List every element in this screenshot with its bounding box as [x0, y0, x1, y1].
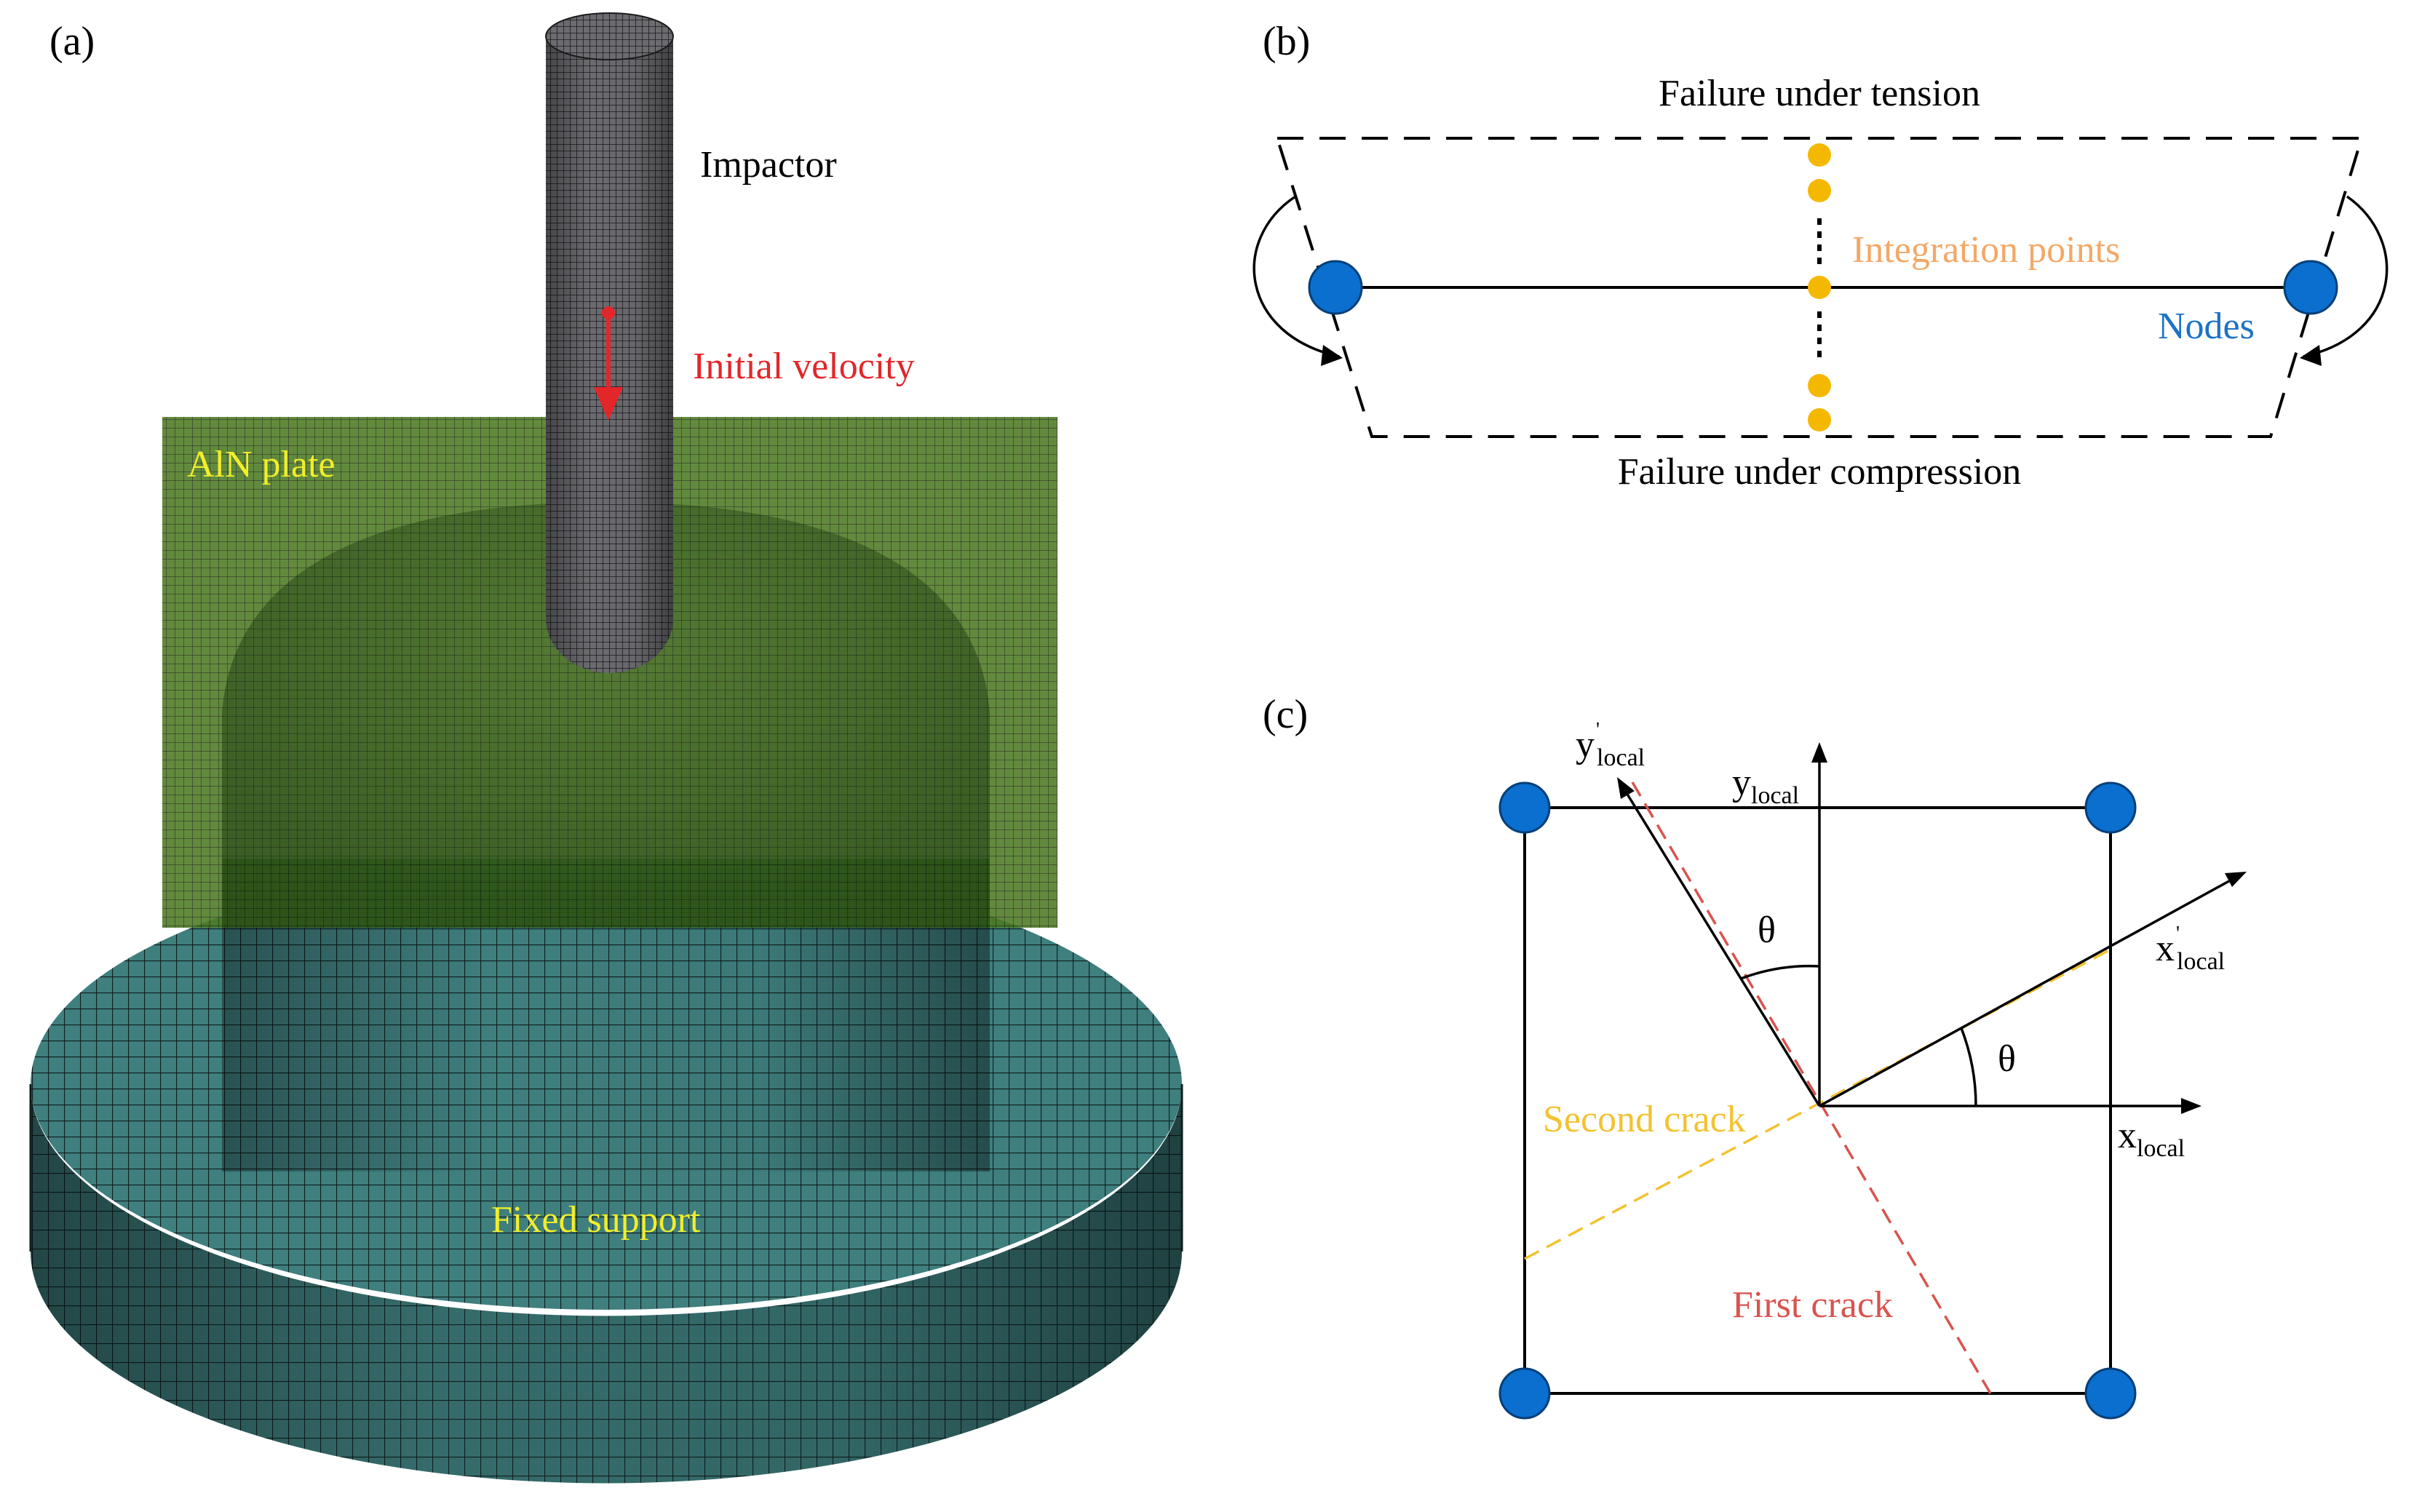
angle-arc-lower: [1960, 1027, 1977, 1107]
y-local-arrowhead: [1811, 742, 1827, 763]
integration-point: [1808, 408, 1831, 431]
rotation-arrowhead-right: [2300, 345, 2322, 366]
integration-point: [1808, 276, 1831, 299]
integration-point: [1808, 374, 1831, 397]
x-local-arrowhead: [2181, 1098, 2201, 1114]
rotation-arrow-right: [2303, 195, 2389, 358]
velocity-arrow: [594, 306, 623, 421]
node: [1308, 260, 1363, 315]
velocity-label: Initial velocity: [693, 346, 915, 387]
integration-label: Integration points: [1852, 229, 2120, 271]
node: [2084, 781, 2137, 834]
theta-lower-label: θ: [1998, 1038, 2016, 1080]
x-local-label: xlocal: [2118, 1115, 2185, 1162]
nodes-label: Nodes: [2158, 306, 2255, 347]
panel-b-label: (b): [1263, 19, 1310, 64]
panel-c-label: (c): [1263, 692, 1308, 737]
panel-b: (b) Failure under tension Failure under …: [1252, 19, 2389, 493]
tension-label: Failure under tension: [1659, 73, 1980, 114]
support-ring-side-shade: [31, 1084, 1182, 1484]
first-crack-line: [1631, 781, 1992, 1394]
panel-a-label: (a): [49, 19, 95, 64]
panel-c: (c) θ θ y'local ylocal x'local xlocal Se…: [1263, 692, 2247, 1420]
rotation-arrow-left: [1252, 195, 1340, 358]
y-local-prime-arrowhead: [1617, 777, 1635, 799]
element-square: [1523, 806, 2112, 1395]
panel-a: (a) Impactor Initial velocity AlN plate: [29, 12, 1183, 1484]
integration-point: [1808, 143, 1831, 167]
theta-upper-label: θ: [1758, 910, 1776, 951]
node: [1498, 781, 1551, 834]
angle-arc-upper: [1740, 964, 1820, 980]
support-dome: [222, 502, 990, 928]
node: [1498, 1367, 1551, 1420]
x-local-prime-label: x'local: [2156, 923, 2225, 975]
deformed-element-outline: [1275, 137, 2364, 438]
support-label: Fixed support: [491, 1199, 701, 1241]
impactor-label: Impactor: [700, 144, 837, 186]
y-local-prime-axis: [1623, 789, 1821, 1107]
x-local-prime-arrowhead: [2225, 872, 2247, 887]
node: [2084, 1367, 2137, 1420]
rotation-arrowhead-left: [1321, 345, 1343, 366]
first-crack-label: First crack: [1732, 1284, 1893, 1326]
node: [2283, 260, 2338, 315]
compression-label: Failure under compression: [1618, 451, 2022, 493]
plate-label: AlN plate: [187, 444, 336, 485]
integration-point: [1808, 179, 1831, 202]
x-local-prime-axis: [1819, 877, 2235, 1107]
y-local-label: ylocal: [1732, 762, 1799, 809]
y-local-prime-label: y'local: [1576, 719, 1645, 771]
second-crack-label: Second crack: [1543, 1099, 1746, 1140]
